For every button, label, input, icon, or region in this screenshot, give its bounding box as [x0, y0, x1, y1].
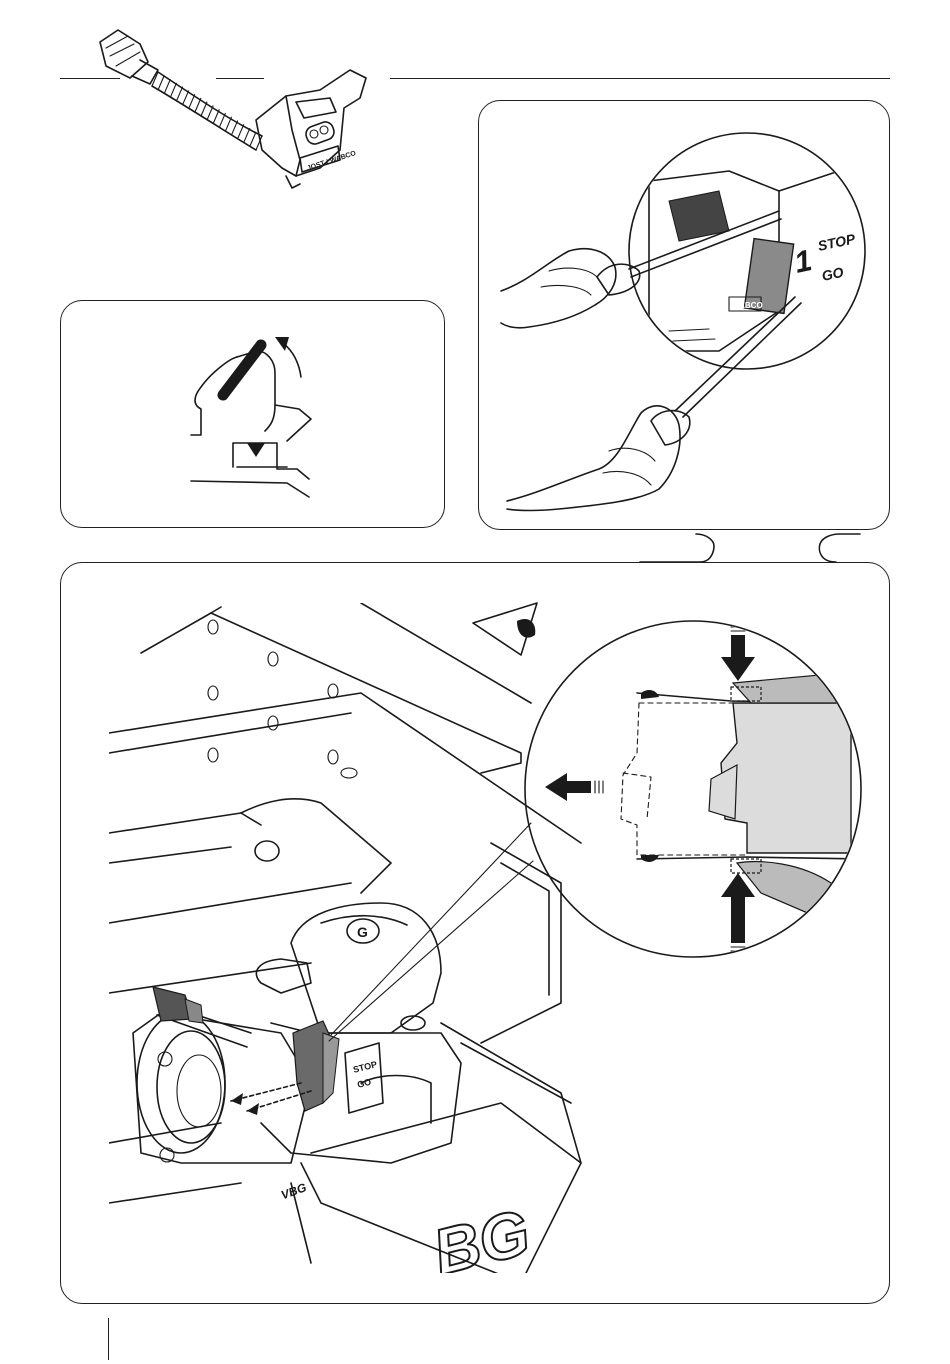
big-letters-text: BG	[426, 1195, 537, 1288]
vbg-text: VBG	[279, 1180, 308, 1202]
cover-stop-text: STOP	[352, 1059, 378, 1075]
eye-inspection-icon	[473, 603, 537, 655]
main-assembly-panel: G STOP GO	[60, 562, 890, 1304]
pull-arrow-icon	[545, 773, 603, 801]
coupling-assembly-illustration: G STOP GO	[61, 563, 891, 1305]
coupling-badge-text: G	[357, 924, 368, 940]
page-margin-line	[108, 1318, 109, 1360]
cover-go-text: GO	[356, 1077, 372, 1090]
